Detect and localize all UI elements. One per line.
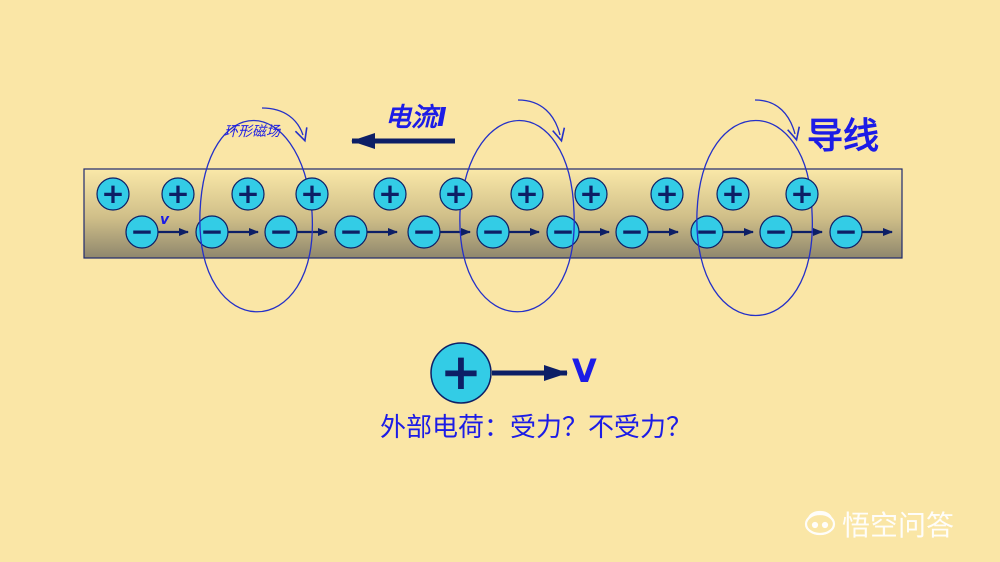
- field-loop-arrow-icon: [261, 107, 308, 143]
- positive-charge: [785, 177, 819, 211]
- plus-icon: +: [444, 177, 467, 210]
- plus-icon: +: [101, 177, 124, 210]
- positive-charge: [716, 177, 750, 211]
- field-label: 环形磁场: [224, 124, 281, 140]
- wire-label: 导线: [807, 116, 879, 157]
- positive-charge: [650, 177, 684, 211]
- watermark-text: 悟空问答: [842, 509, 954, 542]
- minus-icon: −: [620, 215, 643, 248]
- minus-icon: −: [269, 215, 292, 248]
- plus-icon: +: [166, 177, 189, 210]
- field-loop-icon: [199, 211, 313, 313]
- watermark: 悟空问答: [804, 509, 954, 542]
- field-loop-icon: [459, 211, 575, 313]
- logo-icon: [804, 510, 836, 536]
- plus-icon: +: [655, 177, 678, 210]
- positive-charge: [161, 177, 195, 211]
- field-loop-icon: [696, 120, 813, 213]
- plus-icon: +: [790, 177, 813, 210]
- inner-velocity-label: v: [160, 212, 170, 228]
- minus-icon: −: [551, 215, 574, 248]
- field-loops-front: [199, 99, 813, 316]
- charges-layer: +++++++++++−−−−−−−−−−−: [96, 177, 893, 249]
- field-loop-arrow-icon: [517, 99, 566, 143]
- plus-icon: +: [378, 177, 401, 210]
- minus-icon: −: [481, 215, 504, 248]
- positive-charge: [574, 177, 608, 211]
- plus-icon: +: [515, 177, 538, 210]
- plus-icon: +: [300, 177, 323, 210]
- external-charge: +: [430, 342, 568, 404]
- plus-icon: +: [579, 177, 602, 210]
- minus-icon: −: [764, 215, 787, 248]
- plus-icon: +: [236, 177, 259, 210]
- current-label: 电流I: [385, 103, 447, 133]
- minus-icon: −: [339, 215, 362, 248]
- positive-charge: [231, 177, 265, 211]
- field-loop-icon: [199, 120, 313, 213]
- positive-charge: [510, 177, 544, 211]
- field-loop-icon: [459, 120, 575, 213]
- question-text: 外部电荷：受力？不受力？: [380, 413, 692, 443]
- positive-charge: [295, 177, 329, 211]
- field-loops-back: [199, 120, 813, 213]
- plus-icon: +: [440, 343, 482, 401]
- outer-velocity-label: V: [572, 352, 597, 390]
- minus-icon: −: [695, 215, 718, 248]
- minus-icon: −: [834, 215, 857, 248]
- positive-charge: [96, 177, 130, 211]
- minus-icon: −: [200, 215, 223, 248]
- minus-icon: −: [130, 215, 153, 248]
- positive-charge: [439, 177, 473, 211]
- field-loop-arrow-icon: [754, 99, 801, 142]
- positive-charge: [373, 177, 407, 211]
- minus-icon: −: [412, 215, 435, 248]
- plus-icon: +: [721, 177, 744, 210]
- field-loop-icon: [696, 211, 813, 316]
